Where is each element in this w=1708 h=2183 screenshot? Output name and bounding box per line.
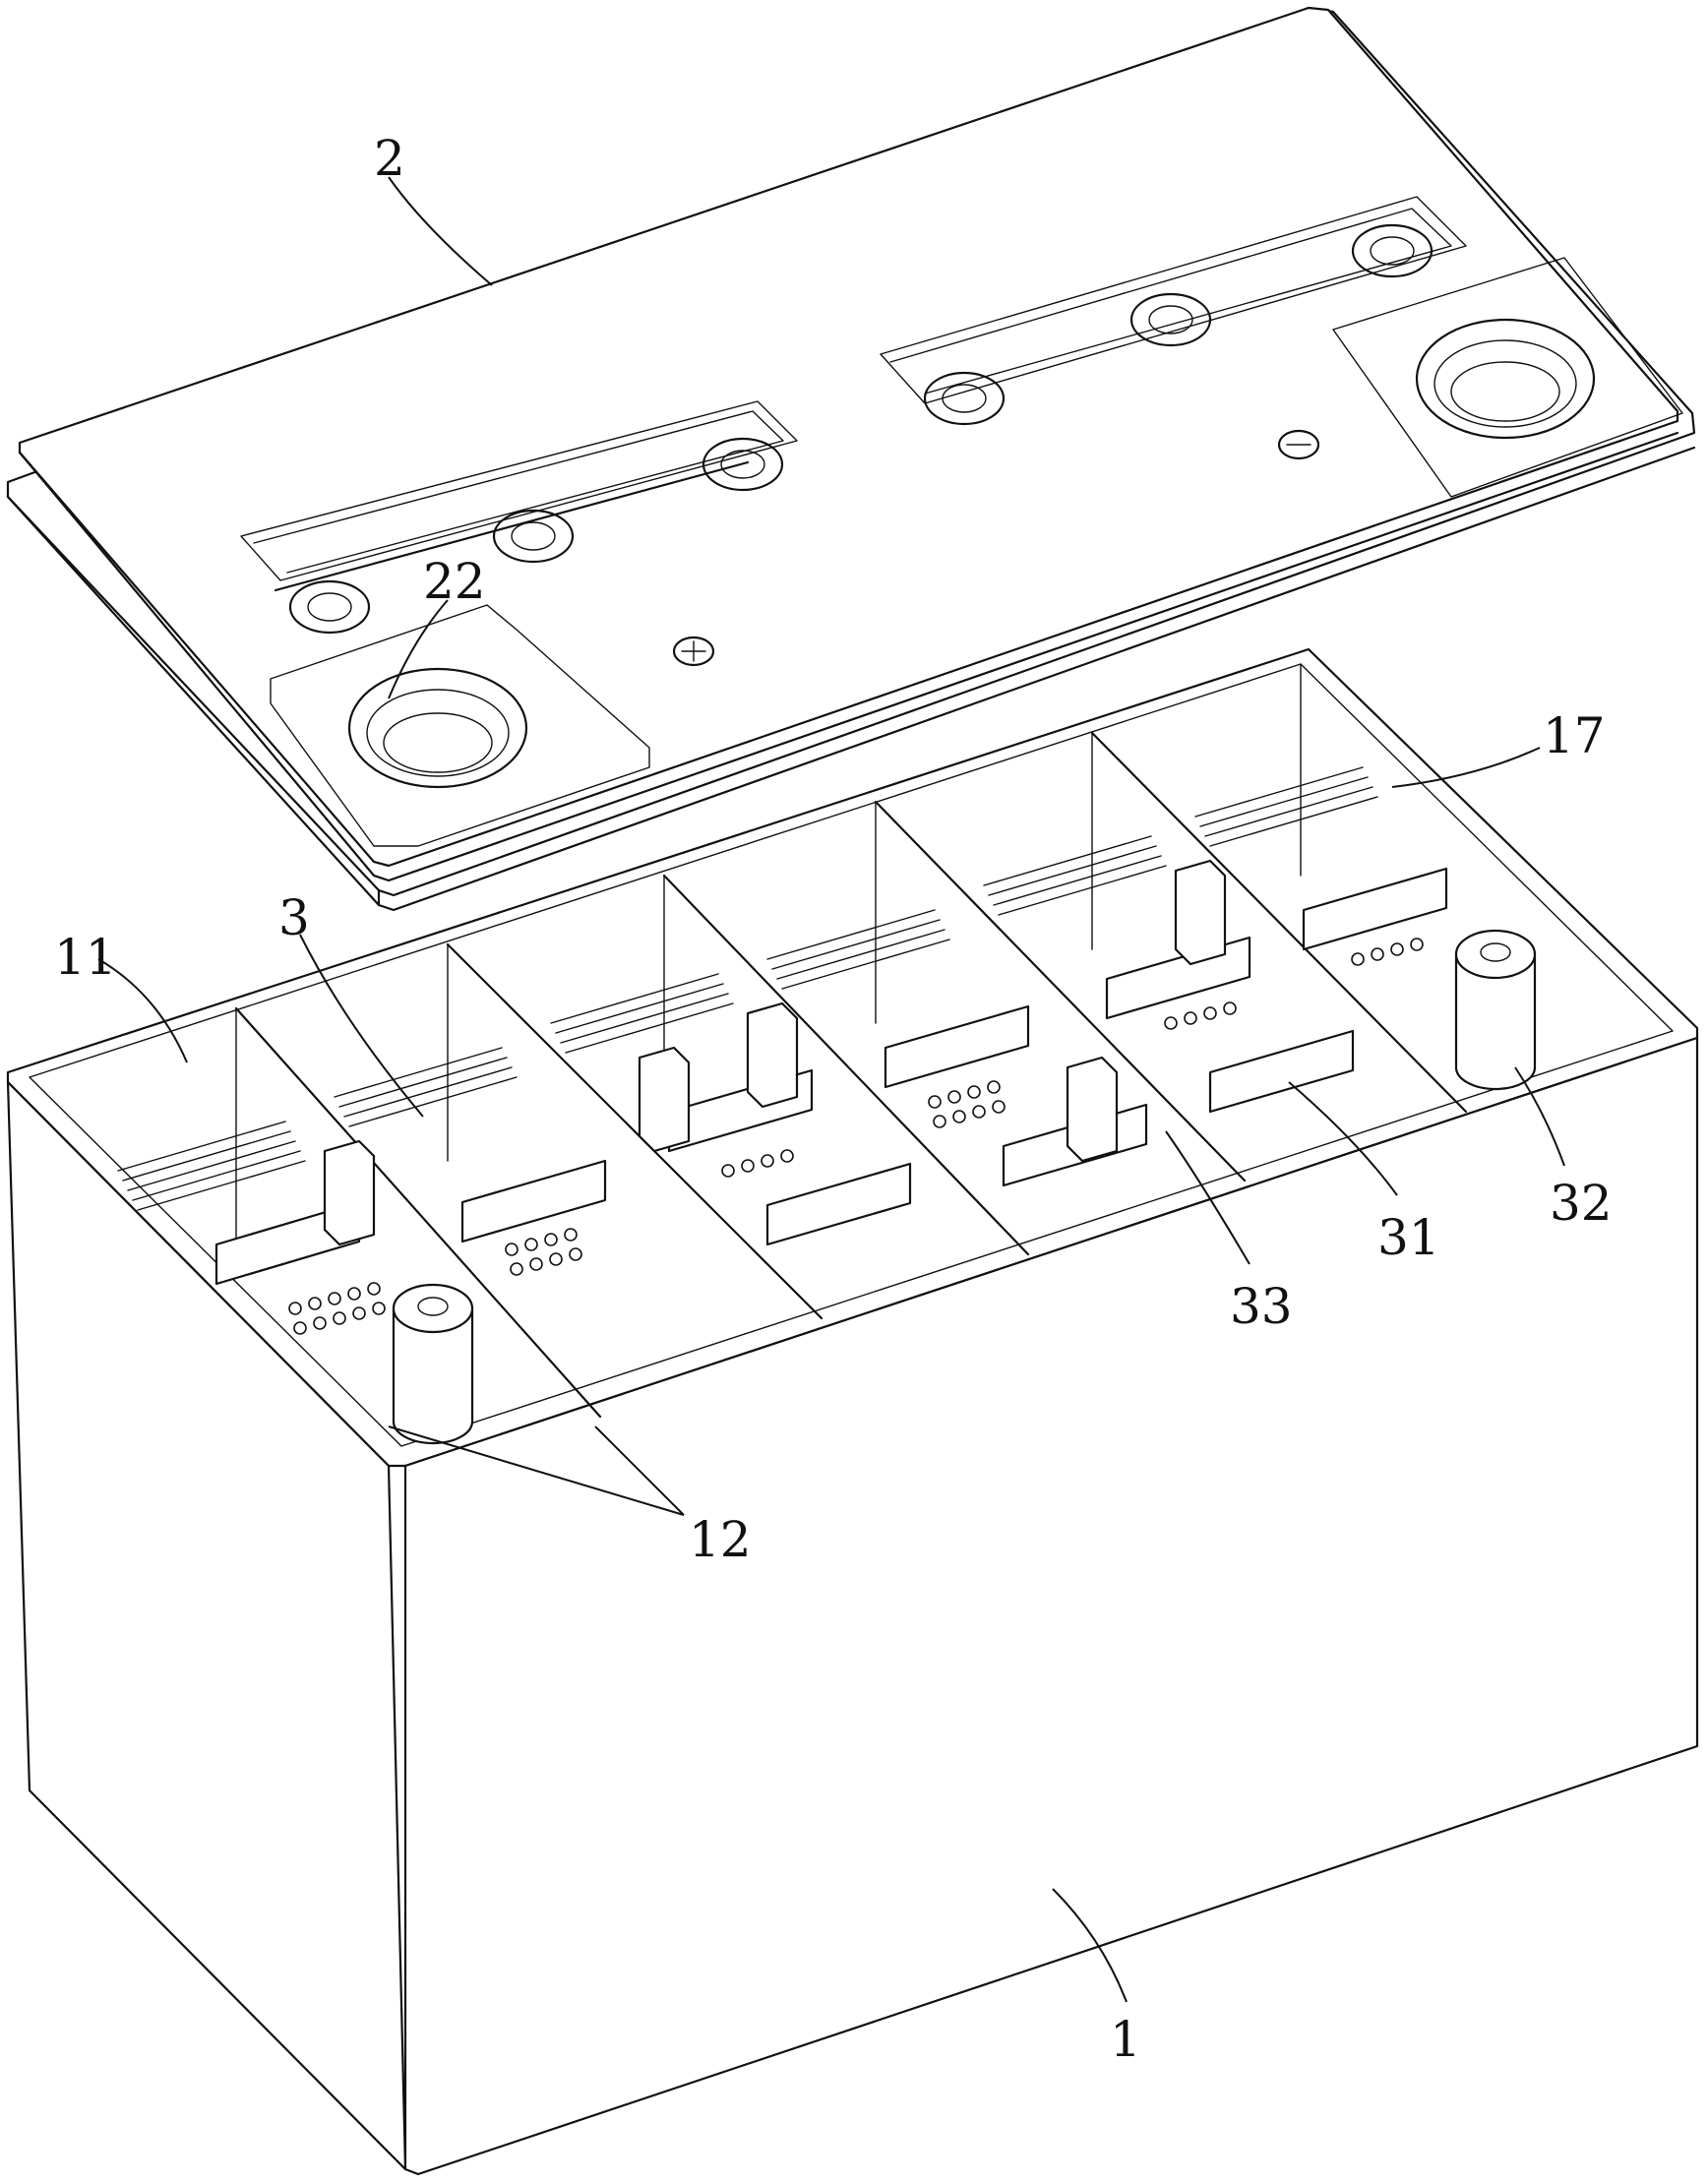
label-lid: 2 <box>374 130 405 187</box>
label-case: 1 <box>1110 2011 1141 2068</box>
part-labels: 2 22 17 11 3 12 32 31 33 1 <box>54 130 1613 2068</box>
polarity-marks <box>672 429 1320 667</box>
label-cell-compartment-right: 17 <box>1543 707 1606 764</box>
plate-stacks <box>117 766 1378 1211</box>
label-connector: 33 <box>1230 1278 1293 1335</box>
cell-partitions <box>234 731 1468 1419</box>
label-busbar: 3 <box>278 889 310 946</box>
lid-vents <box>288 223 1434 635</box>
label-lid-port: 22 <box>423 553 486 610</box>
label-partitions: 12 <box>689 1511 752 1568</box>
label-cell-compartment-left: 11 <box>54 929 117 986</box>
label-strap: 31 <box>1377 1209 1440 1266</box>
perforated-grids <box>288 938 1424 1335</box>
battery-lid <box>6 6 1696 912</box>
battery-case <box>6 647 1699 2176</box>
cell-connectors <box>323 859 1227 1246</box>
label-terminal: 32 <box>1550 1175 1613 1232</box>
terminal-posts <box>392 929 1537 1445</box>
leader-lines <box>97 176 1565 2003</box>
